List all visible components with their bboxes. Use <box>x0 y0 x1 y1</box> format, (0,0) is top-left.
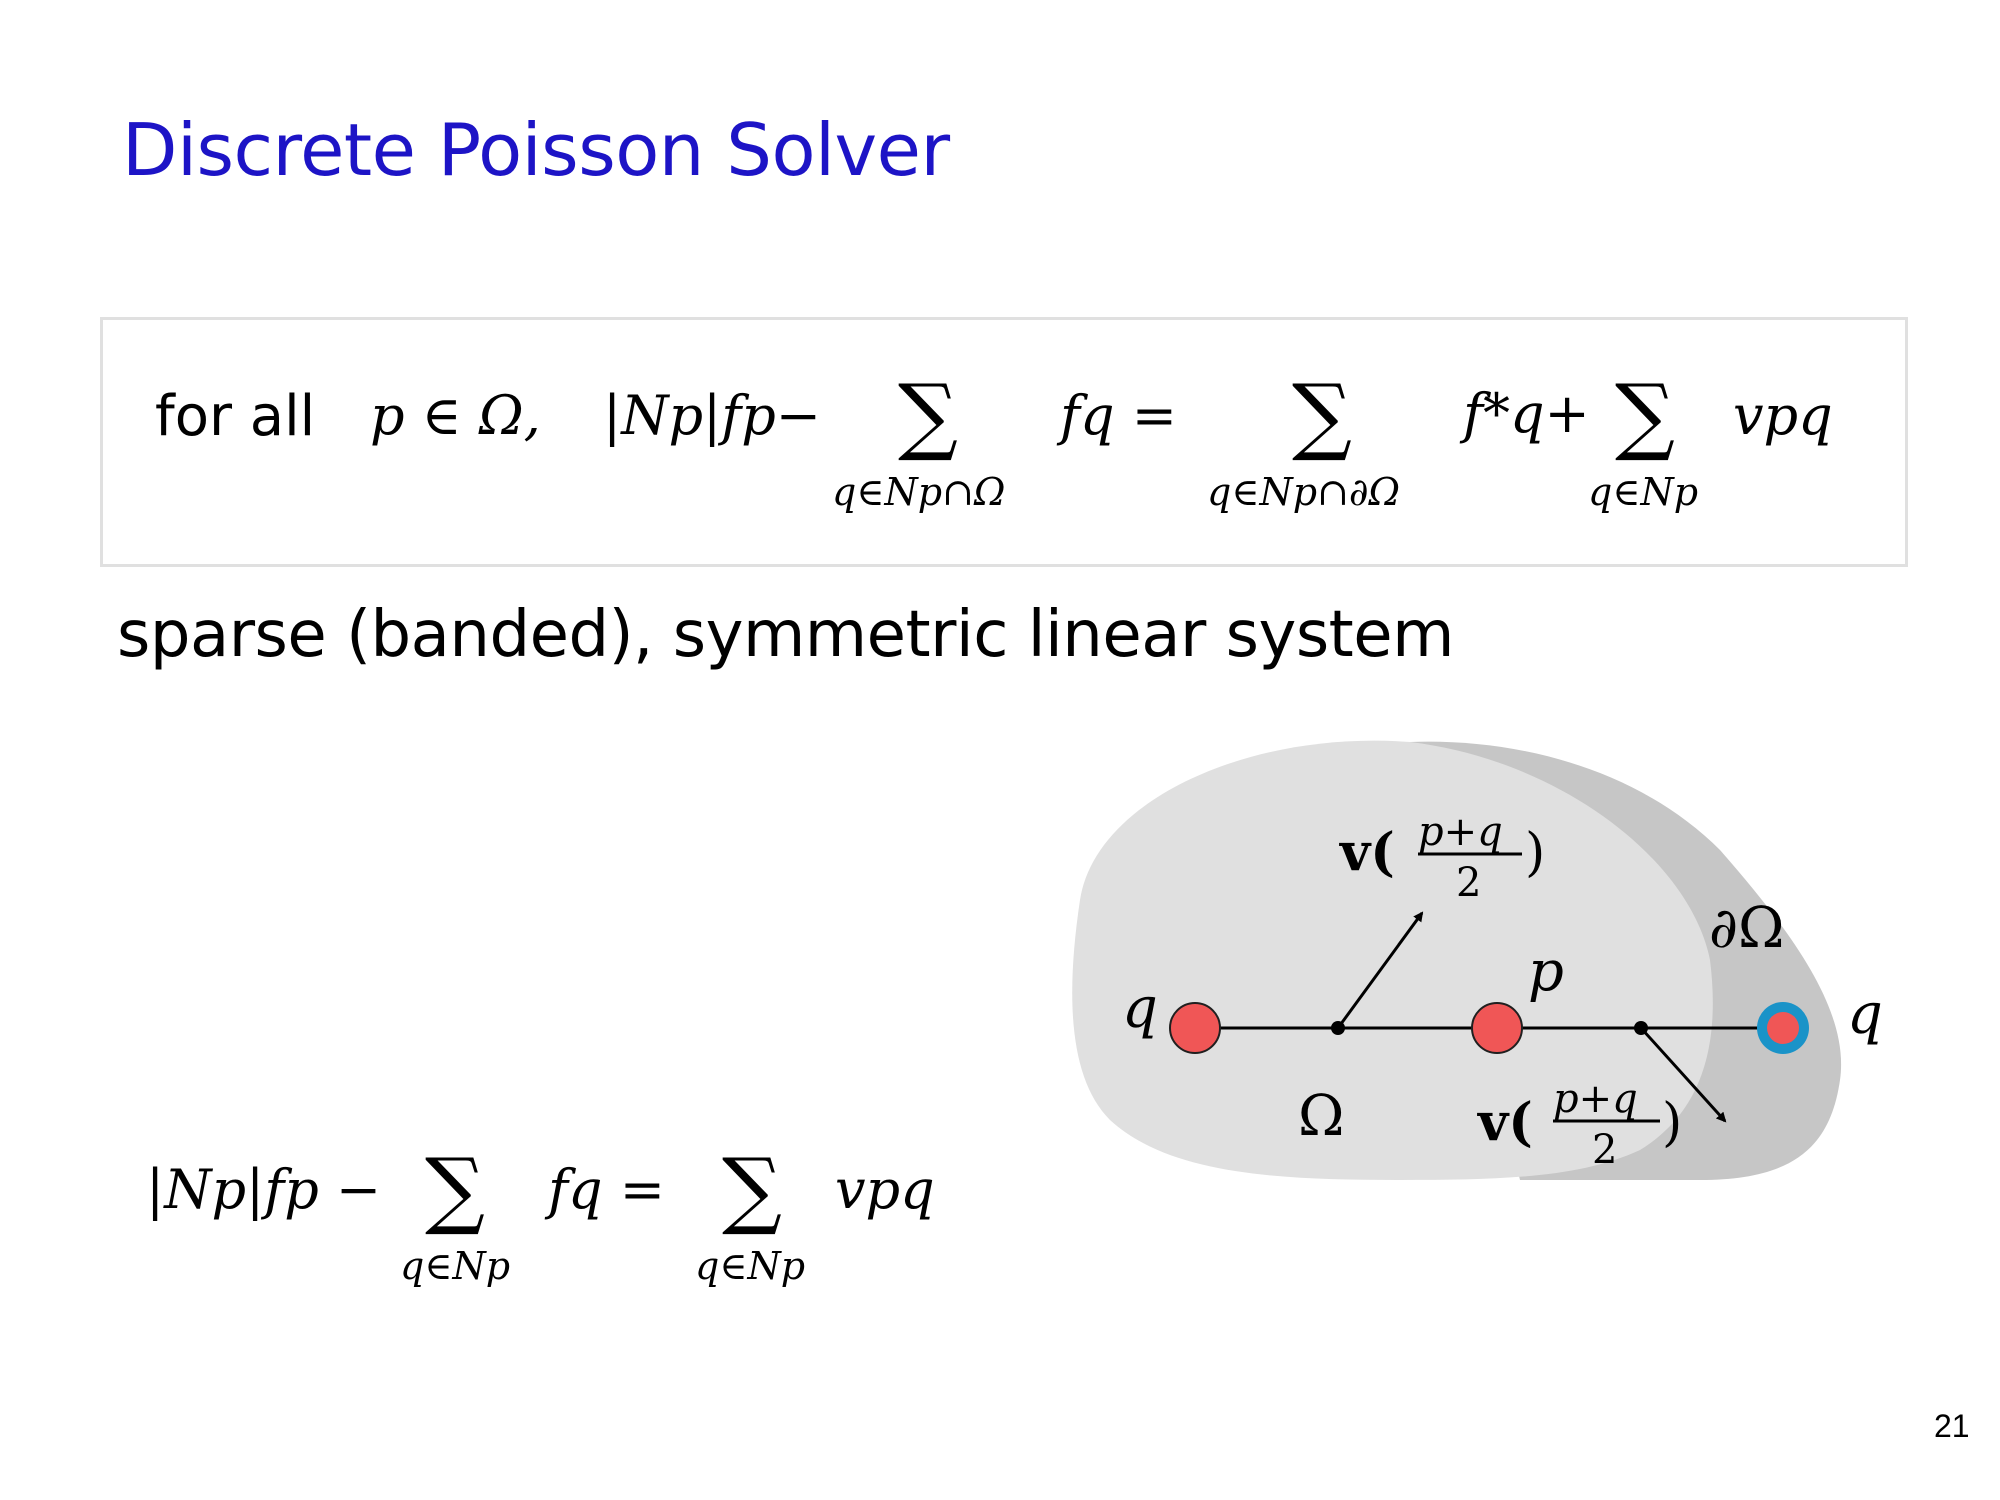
label-v-top-close: ) <box>1525 823 1545 883</box>
node-q-left <box>1169 1002 1221 1054</box>
v-top-arrow <box>1336 911 1424 1029</box>
box-sum-3-limit: q∈Np <box>1588 470 1699 514</box>
box-sum-2-limit: q∈Np∩∂Ω <box>1207 470 1401 514</box>
bottom-vpq: vpq <box>835 1158 935 1221</box>
v-bottom-arrow <box>1639 1026 1727 1123</box>
label-q-right: q <box>1847 982 1883 1047</box>
p-in-omega: p ∈ Ω, <box>370 384 541 447</box>
page-number: 21 <box>1934 1408 1970 1444</box>
for-all-text: for all <box>155 384 316 449</box>
box-fq-star: f*q+ <box>1463 382 1590 445</box>
box-vpq: vpq <box>1733 384 1833 447</box>
label-d-omega: ∂Ω <box>1709 896 1784 961</box>
label-q-left: q <box>1122 976 1158 1041</box>
box-sum-1-limit: q∈Np∩Ω <box>832 470 1006 514</box>
box-fq: fq = <box>1060 384 1177 447</box>
equation-box <box>100 317 1908 567</box>
box-sum-2: ∑ <box>1292 366 1352 464</box>
label-v-bottom-close: ) <box>1662 1093 1682 1153</box>
label-omega: Ω <box>1298 1084 1344 1149</box>
bottom-sum-1: ∑ <box>425 1140 485 1238</box>
midpoint-dot-left <box>1331 1021 1345 1035</box>
label-v-bottom-den: 2 <box>1592 1127 1617 1173</box>
box-sum-1: ∑ <box>898 366 958 464</box>
label-v-top: v( <box>1339 822 1395 883</box>
node-p <box>1471 1002 1523 1054</box>
node-q-right <box>1767 1012 1799 1044</box>
subtitle: sparse (banded), symmetric linear system <box>117 598 1454 672</box>
label-v-bottom: v( <box>1477 1092 1533 1153</box>
omega-region <box>1072 740 1713 1180</box>
box-lhs-term: |Np|fp− <box>603 384 822 447</box>
bottom-sum-2-limit: q∈Np <box>695 1244 806 1288</box>
slide-title: Discrete Poisson Solver <box>122 108 950 192</box>
bottom-sum-1-limit: q∈Np <box>400 1244 511 1288</box>
bottom-lhs-term: |Np|fp − <box>146 1158 382 1221</box>
midpoint-dot-right <box>1634 1021 1648 1035</box>
box-sum-3: ∑ <box>1615 366 1675 464</box>
label-v-bottom-num: p+q <box>1553 1076 1638 1122</box>
label-v-top-num: p+q <box>1418 809 1503 855</box>
label-v-top-den: 2 <box>1456 860 1481 906</box>
bottom-sum-2: ∑ <box>722 1140 782 1238</box>
label-p: p <box>1528 939 1564 1004</box>
bottom-fq: fq = <box>548 1158 665 1221</box>
